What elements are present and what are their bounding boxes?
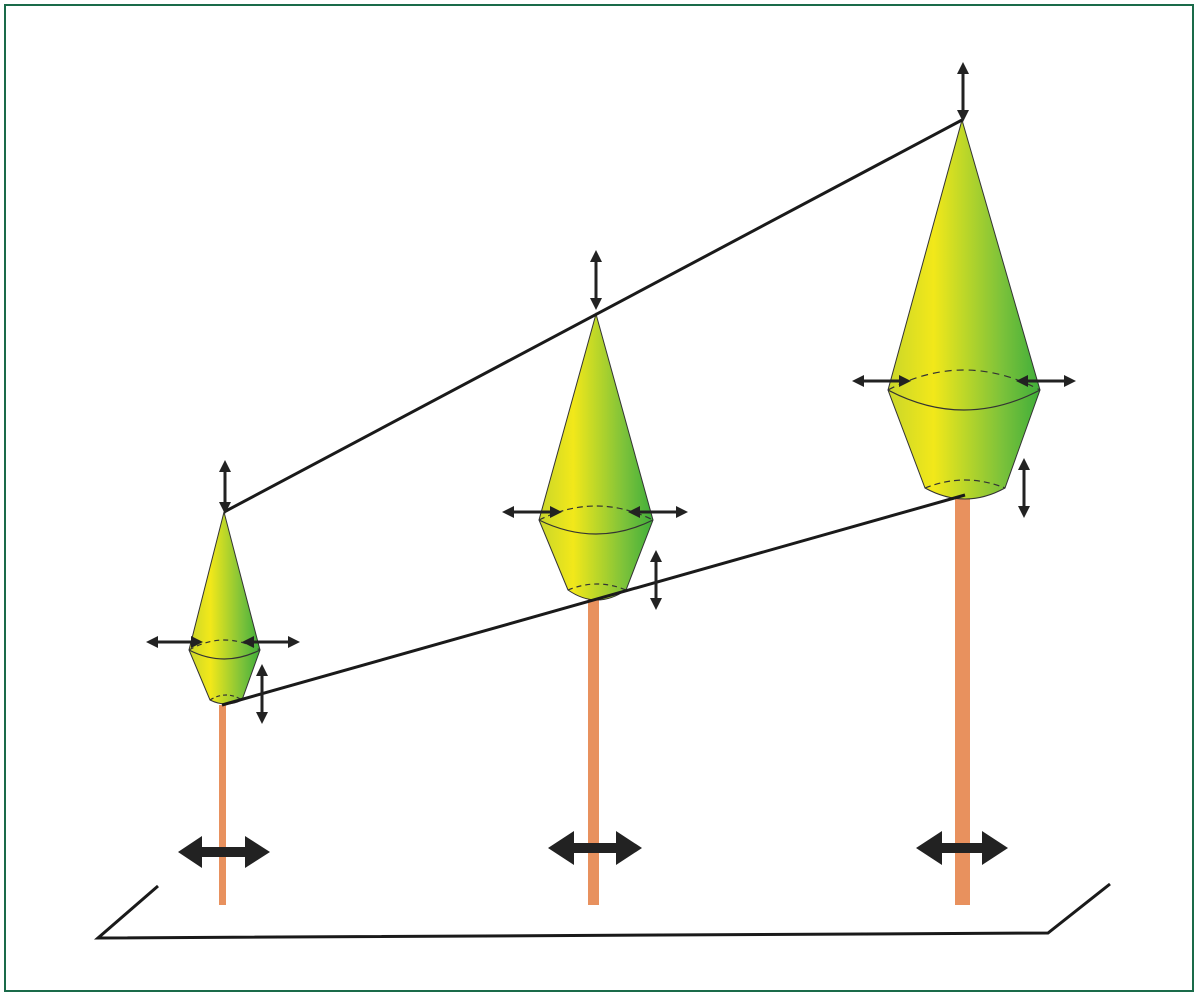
stem-small [219,705,226,905]
trend-lines [221,118,966,707]
double-arrow-horizontal-icon [548,831,642,865]
stem-arrows [178,831,1008,868]
crown-medium [538,312,654,601]
top-trend-line [223,118,963,514]
base-trend-line [221,493,966,707]
stem-large [955,496,970,905]
double-arrow-horizontal-icon [916,831,1008,865]
stems [219,496,970,905]
stem-medium [588,598,599,905]
crown-small [188,511,261,705]
double-arrow-horizontal-icon [178,836,270,868]
ground-plane [93,882,1111,940]
crown-large [887,118,1041,500]
arrows [146,62,1076,724]
